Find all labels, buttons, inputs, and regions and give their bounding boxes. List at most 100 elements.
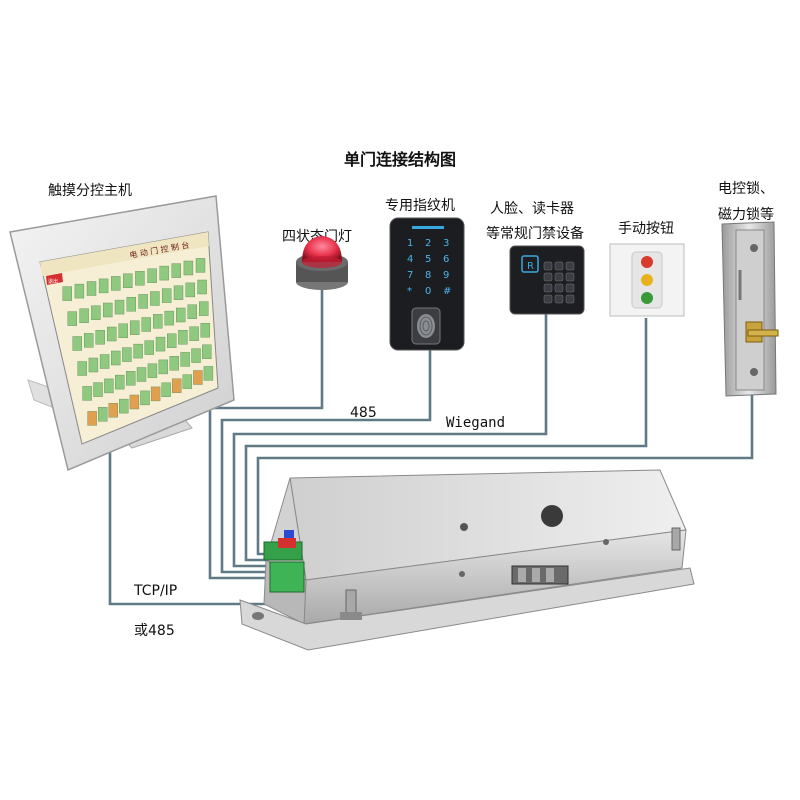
screen-cell-grid (62, 258, 214, 426)
lock-wire (256, 392, 754, 556)
screen-cell (102, 302, 113, 318)
screen-cell (67, 311, 78, 326)
screen-cell (119, 398, 129, 414)
screen-cell (191, 348, 201, 363)
screen-cell (147, 268, 157, 283)
screen-exit-tag-text: 退出 (48, 278, 58, 285)
screen-cell (93, 382, 103, 397)
card-reader-key (554, 283, 564, 293)
card-reader-key (554, 272, 564, 282)
wires (108, 290, 754, 606)
screen-cell (150, 386, 161, 402)
card-reader-key (565, 272, 575, 282)
screen-cell (99, 354, 110, 369)
screen-cell (91, 305, 101, 320)
screen-cell (95, 330, 105, 345)
screen-cell (185, 282, 196, 298)
screen-cell (147, 363, 158, 378)
screen-cell (155, 336, 166, 352)
screen-cell (144, 340, 155, 355)
screen-cell (140, 390, 150, 406)
lock-label-1: 电控锁、 (718, 181, 774, 197)
screen-cell (79, 308, 89, 323)
rs485-wire-label: 485 (350, 405, 377, 421)
wiegand-wire-label: Wiegand (446, 415, 506, 431)
screen-cell (110, 276, 121, 291)
fingerprint-wire (220, 350, 432, 574)
screen-cell (161, 288, 172, 303)
screen-cell (158, 359, 169, 375)
screen-cell (189, 326, 199, 341)
screen-cell (125, 371, 136, 386)
screen-cell (82, 386, 92, 401)
screen-cell (169, 356, 179, 371)
card-reader-key (554, 294, 564, 304)
screen-cell (195, 258, 206, 273)
screen-cell (200, 323, 211, 338)
screen-cell (159, 265, 169, 281)
fingerprint-key: * (407, 286, 412, 297)
diagram-title: 单门连接结构图 (343, 150, 456, 169)
screen-cell (150, 291, 160, 306)
svg-text:R: R (527, 261, 534, 272)
screen-cell (133, 343, 143, 359)
screen-cell (178, 330, 188, 345)
electric-lock-device (721, 221, 779, 397)
screen-cell (141, 317, 151, 332)
fingerprint-key: 2 (425, 238, 431, 249)
host-wire (108, 448, 268, 606)
touch-host-label: 触摸分控主机 (48, 183, 132, 199)
card-reader-key (543, 294, 553, 304)
card-reader-key (565, 294, 575, 304)
screen-cell (83, 333, 94, 348)
screen-cell (98, 278, 109, 294)
screen-cell (123, 273, 133, 288)
card-reader-key (543, 272, 553, 282)
screen-cell (180, 352, 190, 367)
screen-cell (198, 301, 209, 316)
screen-cell (197, 279, 207, 295)
screen-cell (118, 323, 128, 338)
screen-cell (129, 394, 140, 410)
fingerprint-key: 5 (425, 254, 431, 265)
fingerprint-key: 7 (407, 270, 413, 281)
fingerprint-key: 0 (425, 286, 431, 297)
screen-cell (203, 366, 214, 381)
button-wire (244, 318, 648, 562)
tcpip-wire-label: TCP/IP (134, 583, 178, 599)
screen-cell (104, 378, 114, 394)
screen-cell (171, 378, 182, 393)
or485-wire-label: 或485 (134, 623, 175, 639)
fingerprint-key: 8 (425, 270, 431, 281)
screen-cell (86, 281, 97, 296)
face-reader-label-2: 等常规门禁设备 (486, 226, 584, 242)
screen-cell (126, 297, 137, 312)
screen-cell (122, 347, 132, 362)
screen-cell (193, 370, 203, 385)
fingerprint-key: # (443, 286, 451, 297)
card-reader-key (554, 261, 564, 271)
card-reader-key (565, 261, 575, 271)
screen-cell (74, 283, 85, 299)
screen-cell (87, 411, 97, 426)
screen-cell (108, 403, 118, 418)
screen-cell (110, 350, 121, 366)
card-reader-key (543, 283, 553, 293)
manual-button-device (609, 243, 685, 317)
screen-cell (138, 294, 148, 309)
fingerprint-label: 专用指纹机 (385, 198, 455, 214)
touch-host-monitor: 电 动 门 控 制 台 退出 (9, 195, 235, 472)
card-reader-keypad (543, 261, 575, 304)
controller-box (239, 469, 695, 651)
manual-button-label: 手动按钮 (618, 221, 674, 237)
screen-cell (152, 314, 163, 329)
card-reader-device: R (509, 245, 585, 315)
screen-cell (77, 361, 87, 376)
screen-cell (182, 374, 193, 389)
screen-cell (166, 333, 177, 348)
screen-cell (171, 263, 182, 278)
screen-cell (187, 304, 197, 319)
screen-cell (136, 367, 147, 382)
